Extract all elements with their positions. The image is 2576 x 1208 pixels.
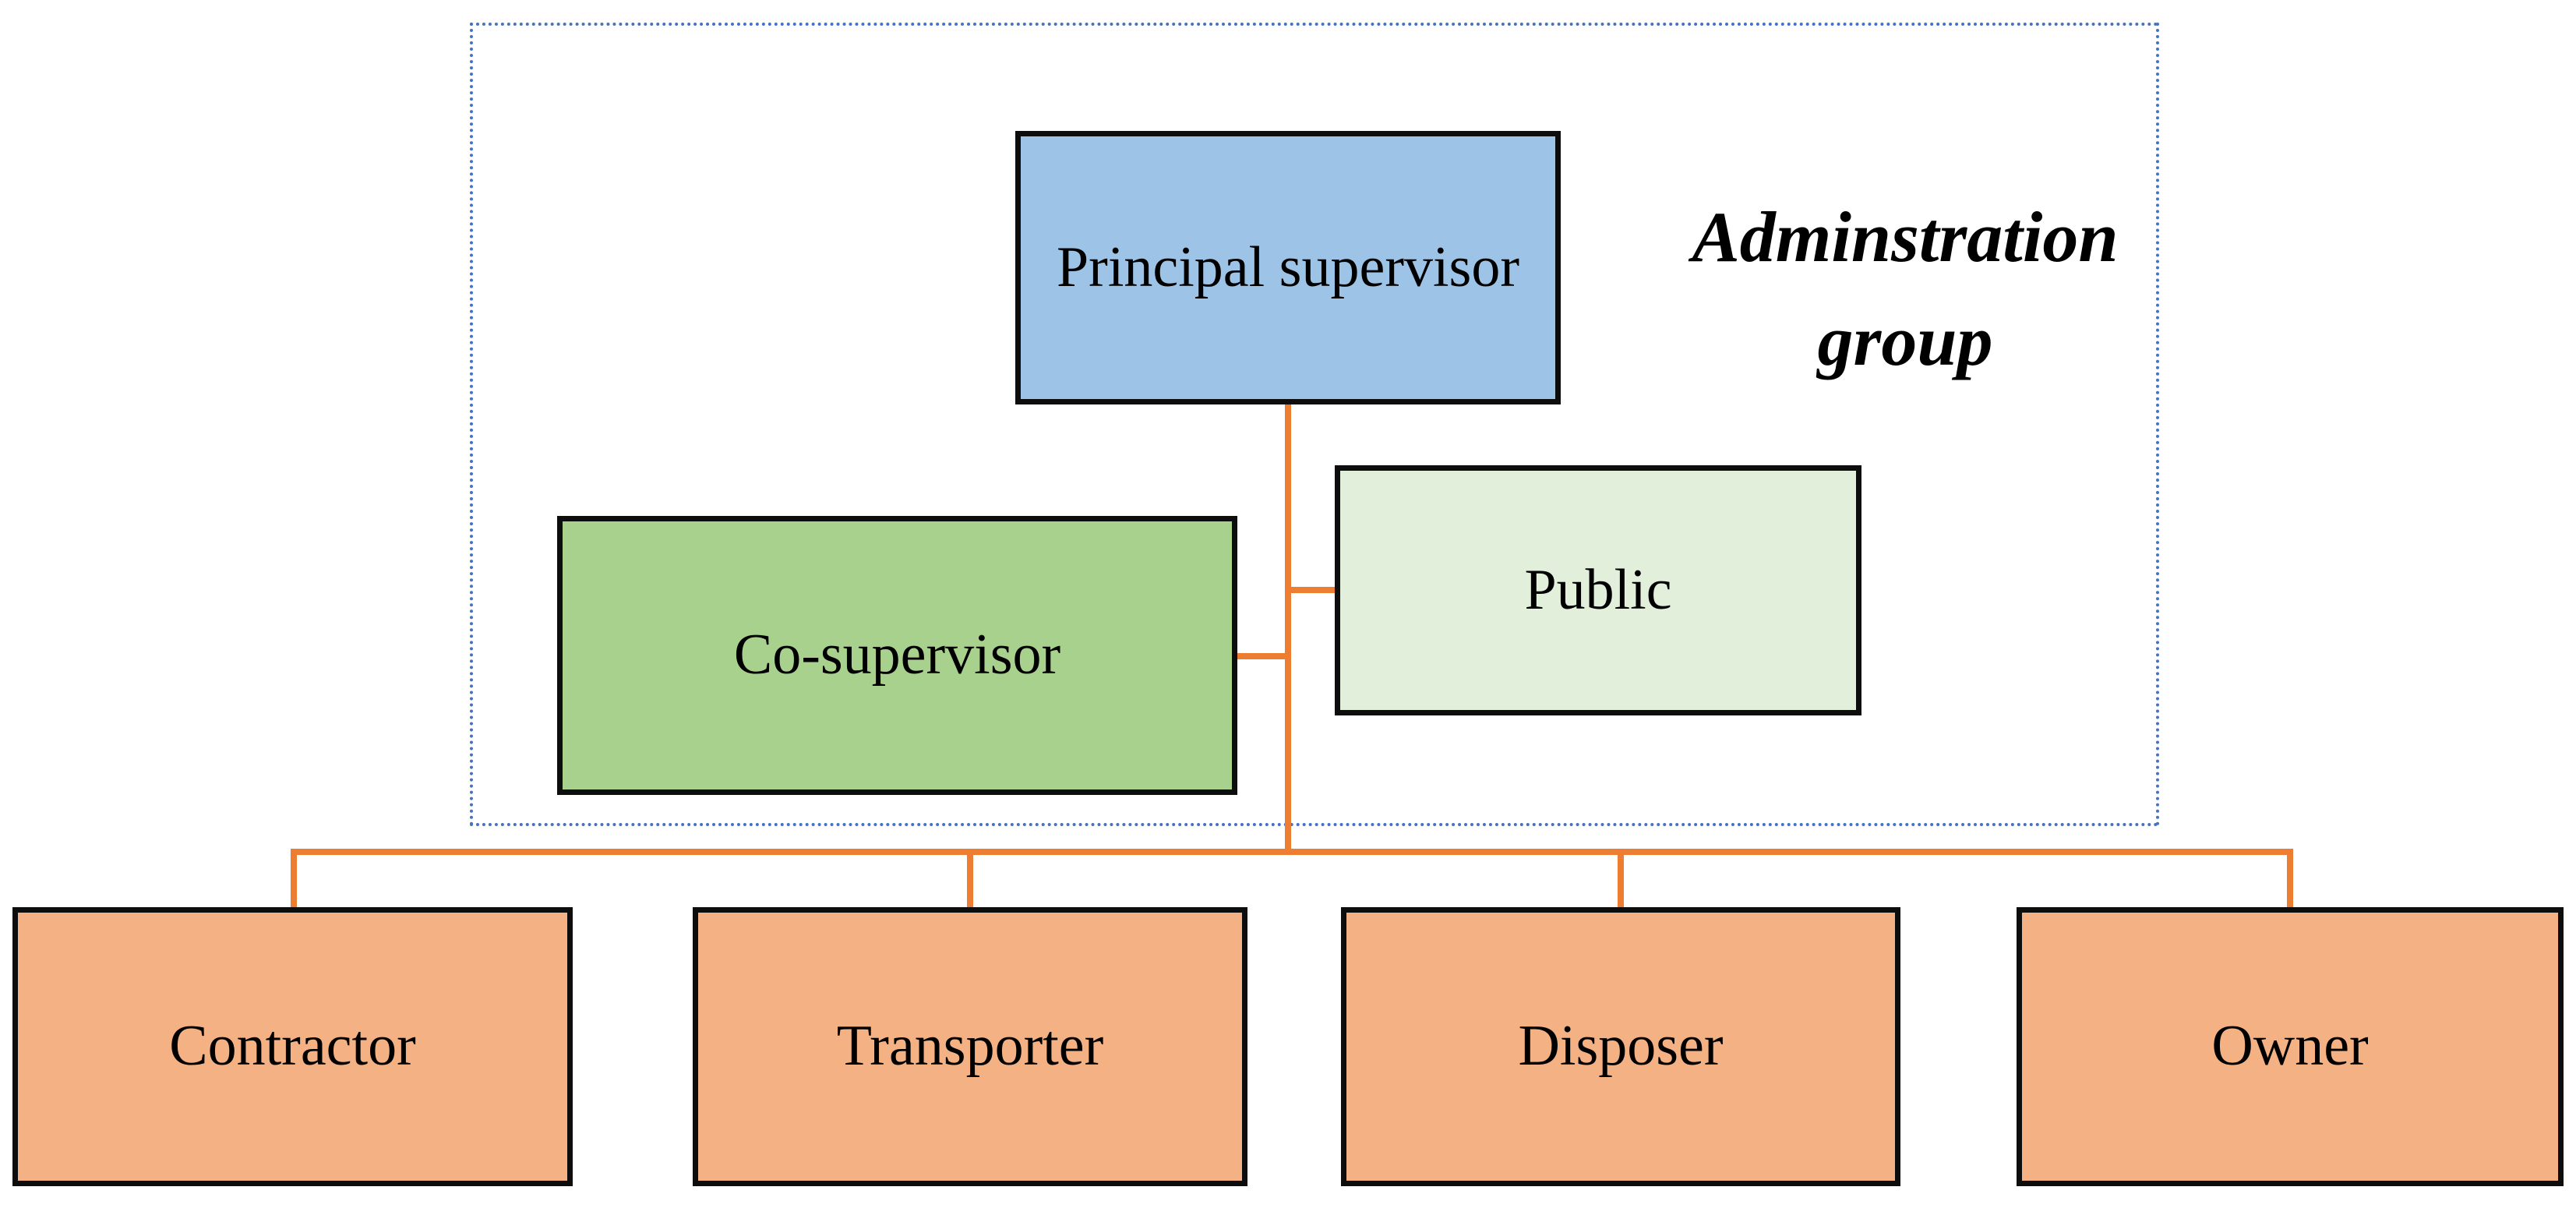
node-contractor: Contractor (12, 907, 573, 1186)
node-transporter: Transporter (693, 907, 1247, 1186)
node-owner: Owner (2017, 907, 2564, 1186)
administration-group-label: Adminstration group (1692, 197, 2119, 381)
connector-drop-owner (2287, 849, 2293, 907)
connector-principal-vertical (1285, 404, 1291, 855)
node-public: Public (1335, 465, 1861, 715)
administration-group-boundary (470, 23, 2159, 826)
connector-co-supervisor-stub (1237, 653, 1288, 659)
connector-public-stub (1288, 587, 1335, 593)
node-owner-label: Owner (2211, 1014, 2369, 1079)
connector-drop-disposer (1618, 855, 1624, 907)
node-contractor-label: Contractor (169, 1014, 416, 1079)
connector-drop-contractor (291, 849, 297, 907)
node-disposer-label: Disposer (1518, 1014, 1724, 1079)
connector-drop-transporter (967, 855, 973, 907)
node-principal-supervisor: Principal supervisor (1015, 131, 1561, 404)
node-co-supervisor-label: Co-supervisor (733, 623, 1061, 687)
node-public-label: Public (1524, 557, 1672, 622)
node-co-supervisor: Co-supervisor (557, 516, 1237, 795)
node-principal-supervisor-label: Principal supervisor (1057, 235, 1519, 299)
node-disposer: Disposer (1341, 907, 1900, 1186)
connector-horizontal-bus (291, 849, 2293, 855)
node-transporter-label: Transporter (836, 1014, 1104, 1079)
